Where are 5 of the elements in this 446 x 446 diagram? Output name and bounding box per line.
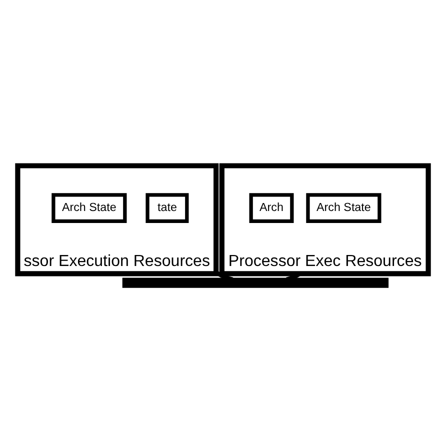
node-box: Arch State: [52, 193, 127, 223]
node-box: tate: [146, 193, 189, 223]
node-box: Arch State: [306, 193, 382, 223]
node-box: Arch: [249, 193, 294, 223]
node-bar: [122, 278, 389, 288]
